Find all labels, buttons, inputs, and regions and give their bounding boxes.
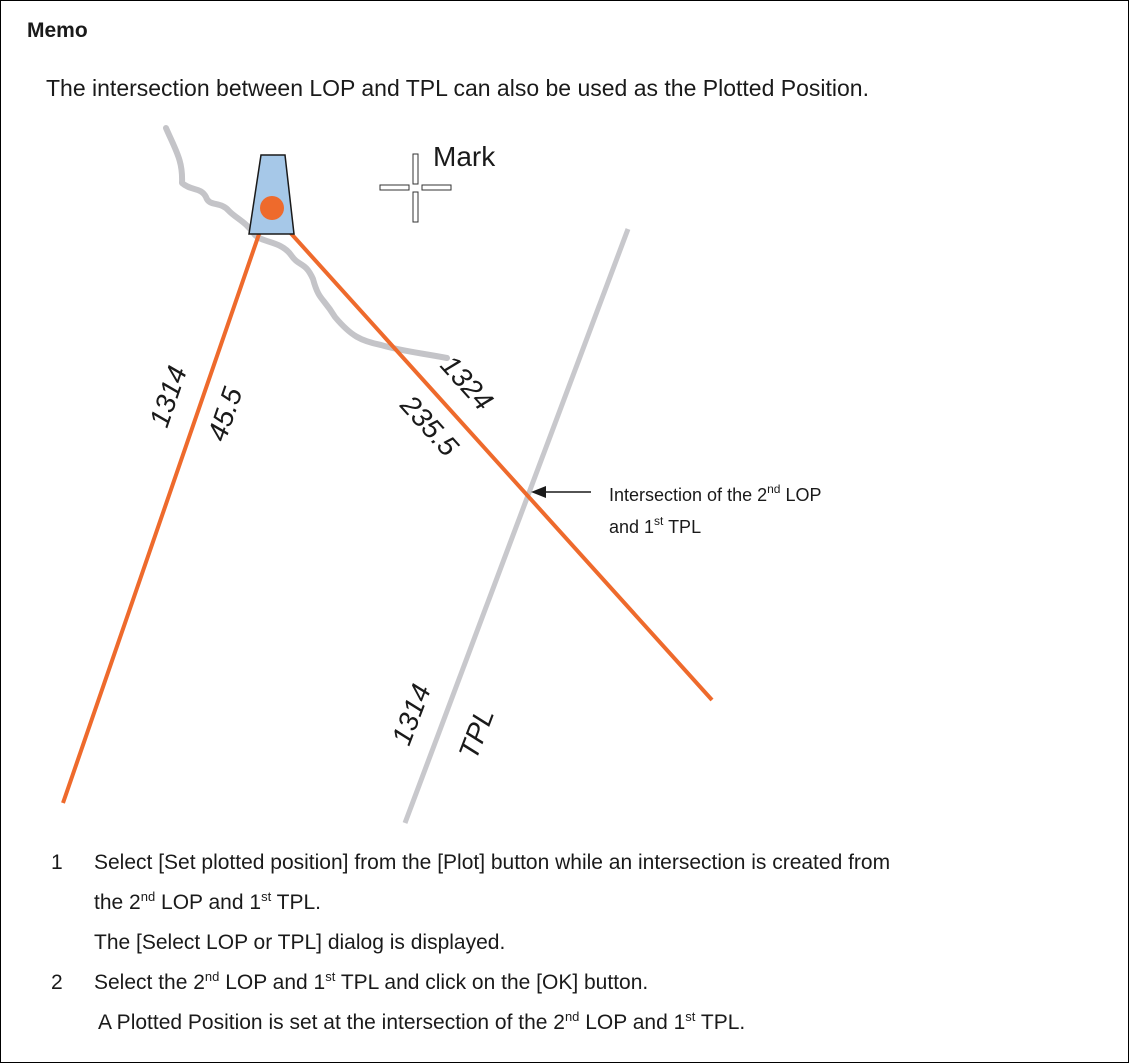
callout-line-2: and 1st TPL [609,514,701,537]
callout-line-1: Intersection of the 2nd LOP [609,482,822,505]
step-2-number: 2 [51,971,63,994]
mark-label: Mark [433,141,496,172]
lop1-time-label: 1314 [143,362,193,431]
tpl-label: TPL [453,704,500,763]
lop-line-1 [61,207,270,804]
callout-arrowhead-icon [531,486,546,498]
step-2-line-1: Select the 2nd LOP and 1st TPL and click… [94,969,649,994]
step-2-line-2: A Plotted Position is set at the interse… [98,1009,746,1034]
mark-symbol [248,154,295,235]
mark-cross-icon [379,153,452,223]
step-1-line-3: The [Select LOP or TPL] dialog is displa… [94,931,506,954]
memo-intro: The intersection between LOP and TPL can… [46,75,869,101]
lop-line-2 [266,206,714,702]
lop1-bearing-label: 45.5 [201,383,248,445]
plot-figure: Mark 1314 45.5 1324 235.5 1314 TPL Inter… [61,125,822,824]
mark-position-dot [260,196,284,220]
tpl-line [402,228,631,824]
tpl-time-label: 1314 [386,680,437,749]
step-1-line-2: the 2nd LOP and 1st TPL. [94,889,321,914]
lop2-bearing-label: 235.5 [394,389,465,463]
coastline [163,125,450,361]
step-1-line-1: Select [Set plotted position] from the [… [94,851,891,874]
step-1-number: 1 [51,851,63,874]
memo-title: Memo [27,19,88,42]
